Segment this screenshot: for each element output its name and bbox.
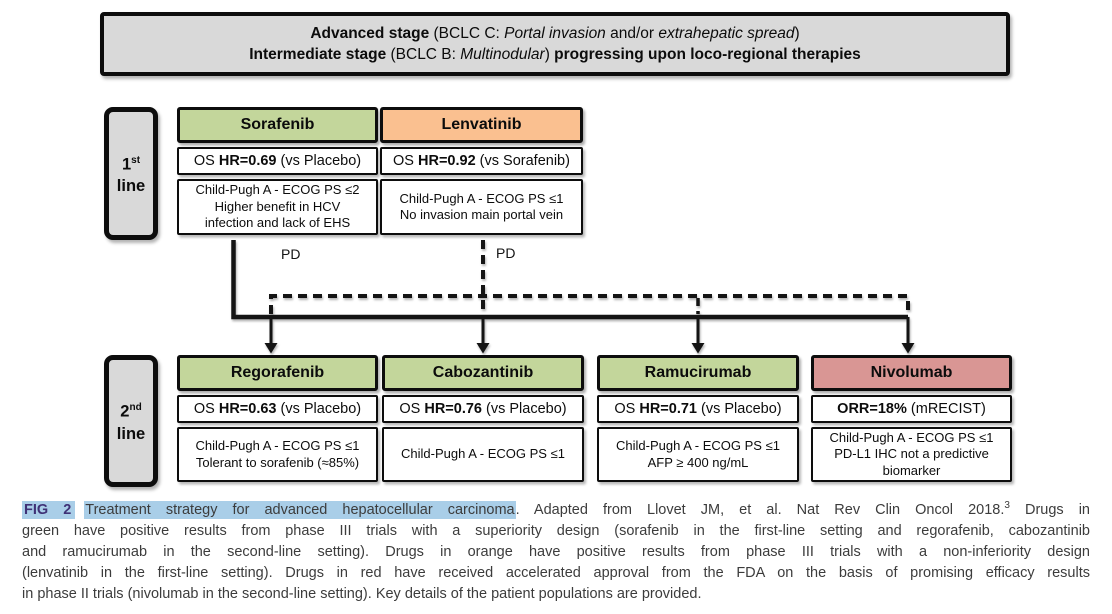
multinodular-italic: Multinodular (460, 46, 545, 63)
criteria-cabozantinib: Child-Pugh A - ECOG PS ≤1 (382, 427, 584, 482)
os-result-sorafenib: OS HR=0.69 (vs Placebo) (177, 147, 378, 175)
os-result-nivolumab: ORR=18% (mRECIST) (811, 395, 1012, 423)
caption-line-2: green have positive results from phase I… (22, 522, 1090, 539)
os-result-ramucirumab: OS HR=0.71 (vs Placebo) (597, 395, 799, 423)
drug-header-regorafenib: Regorafenib (177, 355, 378, 391)
drug-card-nivolumab: Nivolumab ORR=18% (mRECIST) Child-Pugh A… (811, 355, 1012, 482)
pd-label-sorafenib: PD (281, 246, 301, 262)
criteria-ramucirumab: Child-Pugh A - ECOG PS ≤1 AFP ≥ 400 ng/m… (597, 427, 799, 482)
drug-card-regorafenib: Regorafenib OS HR=0.63 (vs Placebo) Chil… (177, 355, 378, 482)
intermediate-stage-bold: Intermediate stage (249, 46, 387, 63)
reference-superscript: 3 (1004, 500, 1010, 512)
caption-line-3: and ramucirumab in the second-line setti… (22, 543, 1090, 560)
os-result-regorafenib: OS HR=0.63 (vs Placebo) (177, 395, 378, 423)
caption-highlighted-title: Treatment strategy for advanced hepatoce… (84, 501, 516, 519)
drug-header-ramucirumab: Ramucirumab (597, 355, 799, 391)
figure-caption: FIG 2 Treatment strategy for advanced hep… (22, 500, 1090, 605)
drug-header-cabozantinib: Cabozantinib (382, 355, 584, 391)
drug-card-ramucirumab: Ramucirumab OS HR=0.71 (vs Placebo) Chil… (597, 355, 799, 482)
criteria-sorafenib: Child-Pugh A - ECOG PS ≤2 Higher benefit… (177, 179, 378, 235)
extrahepatic-spread-italic: extrahepatic spread (658, 24, 795, 42)
caption-line-4: (lenvatinib in the first-line setting). … (22, 564, 1090, 581)
os-result-lenvatinib: OS HR=0.92 (vs Sorafenib) (380, 147, 583, 175)
first-line-label: 1st line (104, 107, 158, 240)
caption-line-1: FIG 2 Treatment strategy for advanced hep… (22, 500, 1090, 519)
stage-line-advanced: Advanced stage (BCLC C: Portal invasion … (310, 24, 800, 42)
drug-header-nivolumab: Nivolumab (811, 355, 1012, 391)
drug-card-sorafenib: Sorafenib OS HR=0.69 (vs Placebo) Child-… (177, 107, 378, 235)
drug-card-lenvatinib: Lenvatinib OS HR=0.92 (vs Sorafenib) Chi… (380, 107, 583, 235)
second-line-label: 2nd line (104, 355, 158, 487)
drug-card-cabozantinib: Cabozantinib OS HR=0.76 (vs Placebo) Chi… (382, 355, 584, 482)
pd-label-lenvatinib: PD (496, 245, 516, 261)
stage-box: Advanced stage (BCLC C: Portal invasion … (100, 12, 1010, 76)
drug-header-lenvatinib: Lenvatinib (380, 107, 583, 143)
caption-line-5: in phase II trials (nivolumab in the sec… (22, 585, 702, 602)
portal-invasion-italic: Portal invasion (504, 24, 606, 42)
advanced-stage-bold: Advanced stage (310, 24, 430, 42)
stage-line-intermediate: Intermediate stage (BCLC B: Multinodular… (249, 46, 861, 63)
os-result-cabozantinib: OS HR=0.76 (vs Placebo) (382, 395, 584, 423)
progressing-bold: progressing upon loco-regional therapies (554, 46, 861, 63)
figure-number-label: FIG 2 (22, 501, 76, 519)
criteria-lenvatinib: Child-Pugh A - ECOG PS ≤1 No invasion ma… (380, 179, 583, 235)
criteria-regorafenib: Child-Pugh A - ECOG PS ≤1 Tolerant to so… (177, 427, 378, 482)
criteria-nivolumab: Child-Pugh A - ECOG PS ≤1 PD-L1 IHC not … (811, 427, 1012, 482)
drug-header-sorafenib: Sorafenib (177, 107, 378, 143)
